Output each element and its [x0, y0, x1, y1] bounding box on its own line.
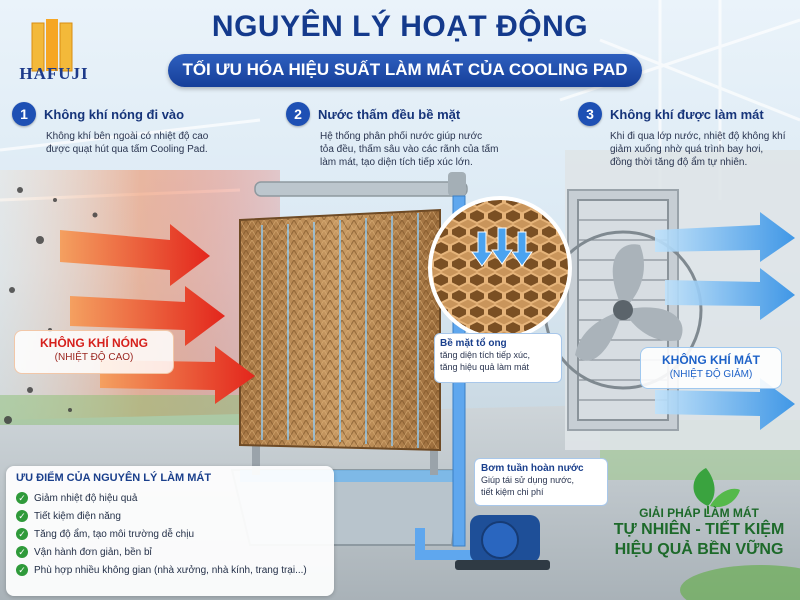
- advantage-text: Tăng độ ẩm, tạo môi trường dễ chịu: [34, 528, 194, 540]
- honeycomb-line: tăng diện tích tiếp xúc,: [440, 350, 531, 360]
- leaf-icon: [693, 468, 740, 514]
- step-1-number: 1: [12, 102, 36, 126]
- fan-icon: [543, 230, 703, 390]
- logo-icon: [31, 19, 73, 72]
- page-title: NGUYÊN LÝ HOẠT ĐỘNG: [211, 10, 589, 43]
- slogan-line-3: HIỆU QUẢ BỀN VỮNG: [614, 541, 784, 558]
- honeycomb-title: Bề mặt tổ ong: [440, 338, 507, 349]
- slogan-line-1: GIẢI PHÁP LÀM MÁT: [639, 506, 759, 520]
- hot-air-title: KHÔNG KHÍ NÓNG: [40, 336, 148, 350]
- step-3: 3 Không khí được làm mát Khi đi qua lớp …: [578, 102, 796, 169]
- pump-title: Bơm tuần hoàn nước: [481, 463, 584, 474]
- step-2-desc-line: tỏa đều, thấm sâu vào các rãnh của tấm: [320, 144, 499, 155]
- step-2-desc-line: làm mát, tạo diện tích tiếp xúc lớn.: [320, 157, 473, 168]
- step-1-desc-line: được quạt hút qua tấm Cooling Pad.: [46, 144, 208, 155]
- advantage-item: ✓ Vận hành đơn giản, bền bỉ: [16, 543, 324, 561]
- check-icon: ✓: [16, 546, 28, 558]
- hot-air-label: KHÔNG KHÍ NÓNG (NHIỆT ĐỘ CAO): [14, 330, 174, 374]
- step-3-desc-line: giảm xuống nhờ quá trình bay hơi,: [610, 144, 764, 155]
- step-2: 2 Nước thấm đều bề mặt Hệ thống phân phố…: [286, 102, 516, 169]
- cool-air-label: KHÔNG KHÍ MÁT (NHIỆT ĐỘ GIẢM): [640, 347, 782, 389]
- step-3-title: Không khí được làm mát: [610, 106, 764, 122]
- advantage-item: ✓ Tiết kiệm điện năng: [16, 507, 324, 525]
- step-1-desc-line: Không khí bên ngoài có nhiệt độ cao: [46, 131, 209, 142]
- pump-callout: Bơm tuần hoàn nước Giúp tái sử dụng nước…: [474, 458, 608, 506]
- subtitle-banner: [168, 54, 642, 87]
- hot-air-sub: (NHIỆT ĐỘ CAO): [54, 352, 134, 363]
- honeycomb-zoom: [428, 196, 572, 340]
- step-1: 1 Không khí nóng đi vào Không khí bên ng…: [12, 102, 242, 156]
- step-1-title: Không khí nóng đi vào: [44, 106, 185, 122]
- advantage-text: Vận hành đơn giản, bền bỉ: [34, 546, 152, 558]
- check-icon: ✓: [16, 528, 28, 540]
- hot-air-arrows: [60, 224, 255, 404]
- honeycomb-callout: Bề mặt tổ ong tăng diện tích tiếp xúc, t…: [434, 333, 562, 383]
- step-2-desc-line: Hệ thống phân phối nước giúp nước: [320, 131, 483, 142]
- advantage-text: Phù hợp nhiều không gian (nhà xưởng, nhà…: [34, 564, 307, 576]
- advantages-title: ƯU ĐIỂM CỦA NGUYÊN LÝ LÀM MÁT: [16, 472, 212, 484]
- step-2-number: 2: [286, 102, 310, 126]
- step-3-desc-line: Khi đi qua lớp nước, nhiệt độ không khí: [610, 131, 786, 142]
- check-icon: ✓: [16, 492, 28, 504]
- advantages-panel: ƯU ĐIỂM CỦA NGUYÊN LÝ LÀM MÁT ✓ Giảm nhi…: [6, 466, 334, 596]
- honeycomb-line: tăng hiệu quả làm mát: [440, 362, 530, 372]
- pump-icon: [455, 515, 550, 570]
- advantage-item: ✓ Phù hợp nhiều không gian (nhà xưởng, n…: [16, 561, 324, 579]
- cool-air-sub: (NHIỆT ĐỘ GIẢM): [669, 369, 753, 380]
- step-3-desc-line: đồng thời tăng độ ẩm tự nhiên.: [610, 157, 748, 168]
- advantage-text: Tiết kiệm điện năng: [34, 510, 121, 522]
- advantage-item: ✓ Giảm nhiệt độ hiệu quả: [16, 489, 324, 507]
- page-subtitle: TỐI ƯU HÓA HIỆU SUẤT LÀM MÁT CỦA COOLING…: [182, 60, 628, 79]
- pump-line: tiết kiệm chi phí: [481, 487, 544, 497]
- slogan-line-2: TỰ NHIÊN - TIẾT KIỆM: [613, 521, 785, 538]
- pump-line: Giúp tái sử dụng nước,: [481, 475, 574, 485]
- cool-air-arrows: [655, 212, 795, 430]
- cool-air-title: KHÔNG KHÍ MÁT: [662, 353, 760, 367]
- slogan: GIẢI PHÁP LÀM MÁT TỰ NHIÊN - TIẾT KIỆM H…: [604, 506, 794, 560]
- step-3-number: 3: [578, 102, 602, 126]
- advantage-text: Giảm nhiệt độ hiệu quả: [34, 492, 138, 504]
- advantage-item: ✓ Tăng độ ẩm, tạo môi trường dễ chịu: [16, 525, 324, 543]
- check-icon: ✓: [16, 510, 28, 522]
- step-2-title: Nước thấm đều bề mặt: [318, 106, 461, 122]
- brand-name: HAFUJI: [19, 64, 89, 83]
- check-icon: ✓: [16, 564, 28, 576]
